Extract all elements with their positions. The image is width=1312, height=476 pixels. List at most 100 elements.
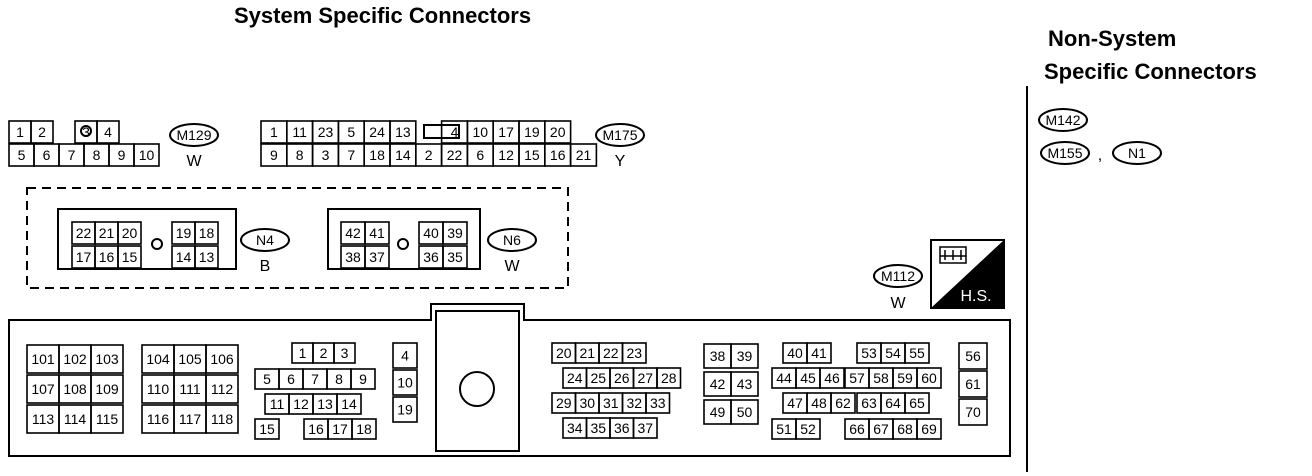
m175-pin: 23: [318, 124, 334, 140]
ecm-pin: 23: [626, 345, 642, 361]
ecm-pin: 102: [63, 351, 87, 367]
ecm-pin: 12: [293, 396, 309, 412]
m129-pin: 3: [82, 124, 90, 140]
n4-pin-cell: [194, 245, 219, 269]
ecm-pin: 46: [824, 370, 840, 386]
ecm-pin: 15: [259, 421, 275, 437]
n6-color: W: [504, 258, 520, 275]
n4-color: B: [260, 258, 271, 275]
ecm-pin: 112: [211, 381, 234, 397]
n4-pin-cell: [117, 245, 142, 269]
m175-pin: 2: [425, 147, 433, 163]
ecm-pin-cell: [205, 404, 239, 434]
ecm-pin: 45: [800, 370, 816, 386]
ecm-pin: 1: [299, 345, 307, 361]
m129-pin: 8: [93, 147, 101, 163]
n6-pin: 42: [345, 225, 361, 241]
n4-pin-cell: [117, 221, 142, 245]
m129-pin: 6: [43, 147, 51, 163]
m129-pin-cell: [30, 120, 54, 144]
ecm-pin: 114: [64, 411, 87, 427]
ecm-pin-cell: [795, 418, 821, 440]
ecm-pin-cell: [205, 344, 239, 374]
m129-pin: 9: [118, 147, 126, 163]
m175-pin: 22: [447, 147, 463, 163]
n1-id: N1: [1128, 145, 1146, 161]
n4-housing: [57, 208, 237, 270]
ecm-pin: 103: [95, 351, 119, 367]
ecm-pin-cell: [392, 396, 418, 423]
ecm-pin-cell: [830, 392, 856, 414]
m175-pin-cell: [543, 120, 572, 144]
ecm-pin-cell: [336, 393, 362, 415]
n6-pin-cell: [364, 221, 390, 245]
ecm-pin-cell: [904, 392, 930, 414]
hs-symbol-fill: [931, 240, 1004, 308]
m142-badge: [1038, 108, 1088, 132]
ecm-pin: 51: [776, 421, 792, 437]
ecm-pin: 16: [308, 421, 324, 437]
ecm-pin-cell: [730, 399, 759, 425]
n4-pin: 21: [99, 225, 115, 241]
m175-pin: 17: [498, 124, 514, 140]
ecm-pin: 3: [341, 345, 349, 361]
n1-badge: [1112, 141, 1162, 165]
non-system-title-line2: Specific Connectors: [1044, 59, 1257, 84]
ecm-pin: 48: [811, 395, 827, 411]
ecm-pin: 40: [787, 345, 803, 361]
m112-badge: [873, 264, 923, 288]
ecm-pin: 113: [32, 411, 55, 427]
m175-pin: 3: [322, 147, 330, 163]
ecm-pin: 27: [637, 370, 653, 386]
ecm-pin-cell: [656, 367, 682, 389]
m129-pin-cell: [96, 120, 120, 144]
n4-pin-cell: [194, 221, 219, 245]
ecm-pin: 49: [710, 404, 726, 420]
ecm-pin-cell: [90, 374, 124, 404]
ecm-pin: 5: [263, 371, 271, 387]
n4-pin: 22: [76, 225, 92, 241]
ecm-pin: 31: [603, 395, 619, 411]
m129-id: M129: [176, 127, 211, 143]
n6-pin: 38: [345, 249, 361, 265]
ecm-pin-cell: [916, 418, 942, 440]
ecm-pin: 18: [356, 421, 372, 437]
ecm-pin: 9: [359, 371, 367, 387]
m175-pin: 6: [476, 147, 484, 163]
ecm-pin: 35: [590, 420, 606, 436]
ecm-pin: 2: [320, 345, 328, 361]
ecm-pin: 110: [147, 381, 170, 397]
ecm-pin: 19: [397, 402, 413, 418]
ecm-pin-cell: [333, 342, 356, 364]
ecm-pin: 59: [897, 370, 913, 386]
m175-pin: 5: [347, 124, 355, 140]
n4-pin: 19: [176, 225, 192, 241]
ecm-pin: 108: [63, 381, 87, 397]
ecm-pin: 69: [921, 421, 937, 437]
m142-id: M142: [1045, 112, 1080, 128]
ecm-pin: 10: [397, 375, 413, 391]
ecm-pin: 44: [776, 370, 792, 386]
ecm-pin-cell: [730, 371, 759, 397]
m175-pin: 4: [451, 124, 459, 140]
ecm-pin: 29: [556, 395, 572, 411]
ecm-pin: 26: [614, 370, 630, 386]
n4-pin: 13: [199, 249, 215, 265]
ecm-pin: 47: [787, 395, 803, 411]
m129-pin: 10: [139, 147, 155, 163]
ecm-pin: 28: [661, 370, 677, 386]
m129-badge: [169, 123, 219, 147]
m175-pin: 11: [292, 124, 307, 140]
m175-pin: 8: [296, 147, 304, 163]
n6-badge: [487, 228, 537, 252]
ecm-pin: 39: [737, 348, 753, 364]
ecm-pin-cell: [351, 418, 377, 440]
n6-pin: 40: [423, 225, 439, 241]
ecm-pin: 68: [897, 421, 913, 437]
n6-pin: 39: [447, 225, 463, 241]
ecm-pin-cell: [621, 342, 647, 364]
harness-dashed-box: [26, 187, 569, 289]
m155-badge: [1040, 141, 1090, 165]
